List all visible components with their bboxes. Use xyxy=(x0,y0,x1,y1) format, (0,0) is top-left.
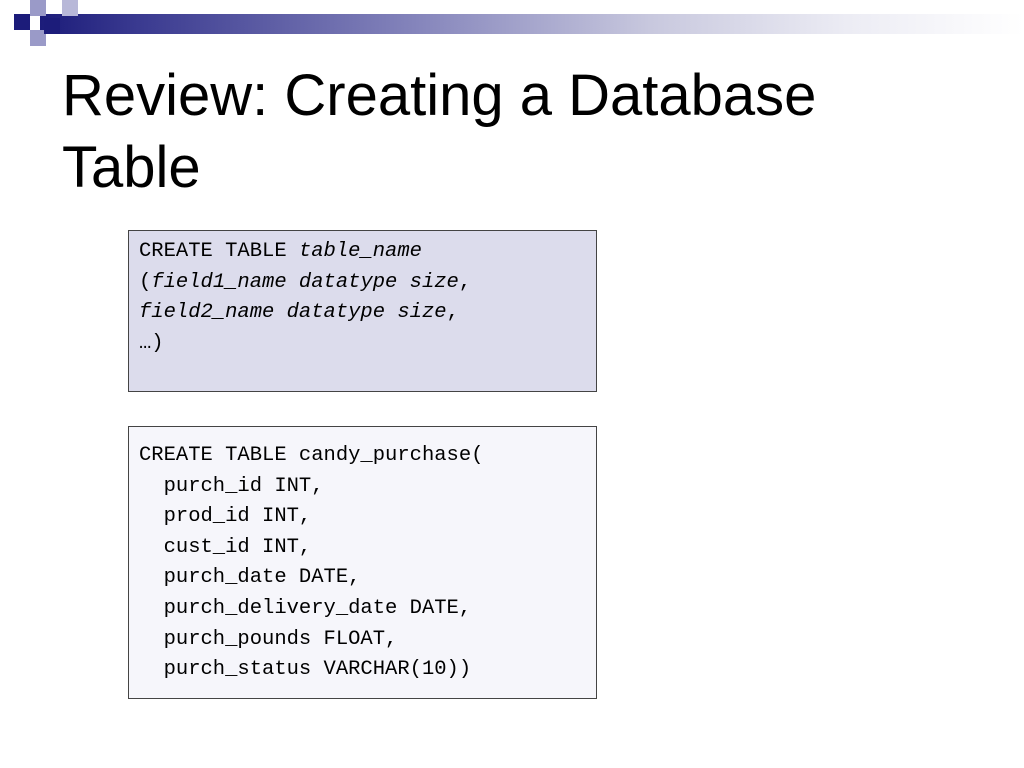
example-code-line: purch_status VARCHAR(10)) xyxy=(139,658,472,682)
syntax-line-1: CREATE TABLE table_name xyxy=(139,240,422,263)
decor-square-light xyxy=(62,0,78,16)
header-gradient-band xyxy=(40,14,1024,34)
example-code-line: CREATE TABLE candy_purchase( xyxy=(139,444,484,467)
example-code-line: purch_pounds FLOAT, xyxy=(139,627,398,651)
decor-square-light xyxy=(30,0,46,16)
example-code-line: purch_date DATE, xyxy=(139,566,361,590)
example-code-line: purch_id INT, xyxy=(139,474,324,498)
syntax-code-box: CREATE TABLE table_name (field1_name data… xyxy=(128,230,597,392)
example-code-line: cust_id INT, xyxy=(139,535,312,559)
slide-title-line2: Table xyxy=(62,135,201,200)
example-code-line: prod_id INT, xyxy=(139,505,312,529)
slide-title: Review: Creating a Database Table xyxy=(62,60,982,204)
slide-title-line1: Review: Creating a Database xyxy=(62,63,817,128)
decor-square-dark xyxy=(14,14,30,30)
syntax-line-3: field2_name datatype size, xyxy=(139,301,459,325)
syntax-line-4: …) xyxy=(139,331,164,355)
decor-square-dark xyxy=(44,18,60,34)
syntax-line-2: (field1_name datatype size, xyxy=(139,270,472,294)
example-code-box: CREATE TABLE candy_purchase( purch_id IN… xyxy=(128,426,597,699)
decor-square-light xyxy=(30,30,46,46)
example-code-line: purch_delivery_date DATE, xyxy=(139,596,472,620)
